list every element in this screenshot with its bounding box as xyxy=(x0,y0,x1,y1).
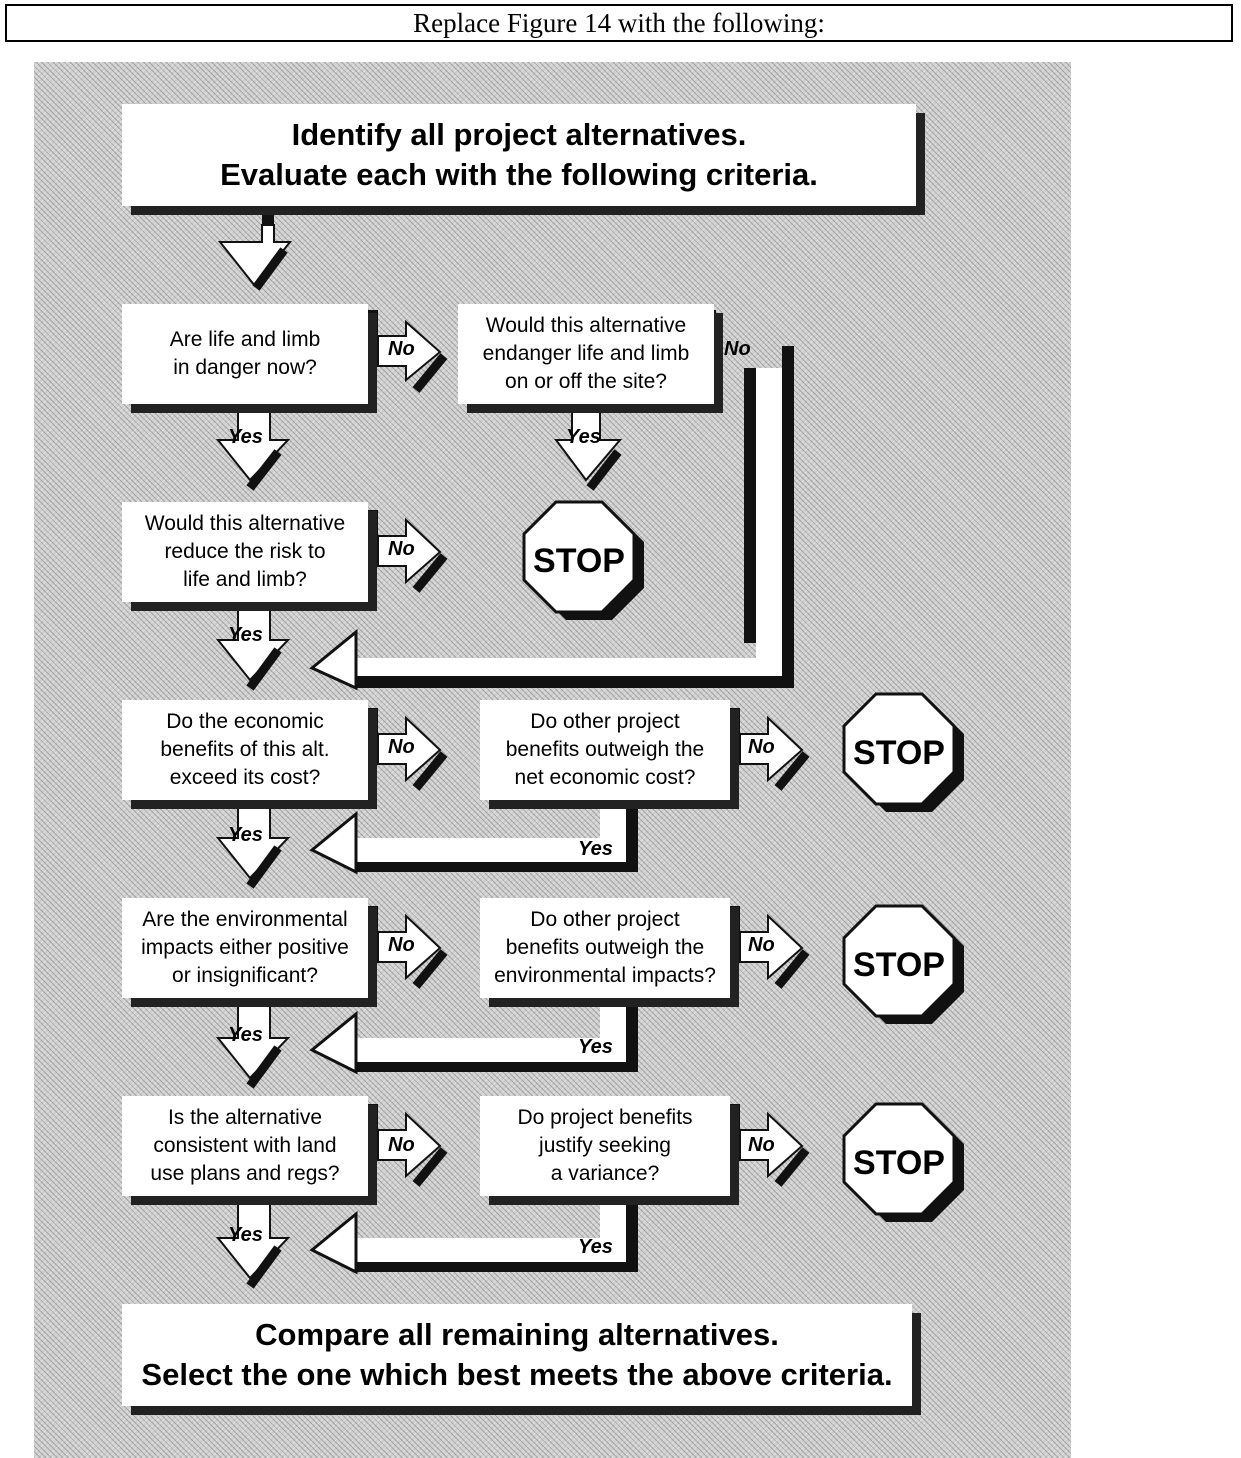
question-life-limb-danger: Are life and limb in danger now? xyxy=(122,304,368,404)
stop-octagon-icon xyxy=(842,904,964,1024)
question-economic-benefits-text: Do the economic benefits of this alt. ex… xyxy=(160,710,330,789)
question-economic-benefits: Do the economic benefits of this alt. ex… xyxy=(122,700,368,800)
no-label: No xyxy=(388,736,415,758)
header-text: Replace Figure 14 with the following: xyxy=(413,7,825,38)
question-endanger-life-limb: Would this alternative endanger life and… xyxy=(458,304,714,404)
no-label: No xyxy=(388,338,415,360)
yes-label: Yes xyxy=(228,1224,263,1246)
question-reduce-risk-text: Would this alternative reduce the risk t… xyxy=(144,512,346,591)
figure-replacement-header: Replace Figure 14 with the following: xyxy=(5,4,1233,42)
stop-sign-environmental: STOP xyxy=(838,904,970,1036)
yes-label: Yes xyxy=(228,426,263,448)
no-label: No xyxy=(388,934,415,956)
end-text: Compare all remaining alternatives. Sele… xyxy=(141,1317,893,1392)
no-label: No xyxy=(724,338,751,360)
question-environmental-impacts: Are the environmental impacts either pos… xyxy=(122,898,368,998)
stop-sign-variance: STOP xyxy=(838,1102,970,1234)
question-land-use-consistency: Is the alternative consistent with land … xyxy=(122,1096,368,1196)
question-other-benefits-economic: Do other project benefits outweigh the n… xyxy=(480,700,730,800)
end-box: Compare all remaining alternatives. Sele… xyxy=(122,1304,912,1406)
question-justify-variance: Do project benefits justify seeking a va… xyxy=(480,1096,730,1196)
start-text: Identify all project alternatives. Evalu… xyxy=(220,117,818,192)
no-label: No xyxy=(748,736,775,758)
stop-octagon-icon xyxy=(522,500,644,620)
question-justify-variance-text: Do project benefits justify seeking a va… xyxy=(517,1106,693,1185)
question-life-limb-danger-text: Are life and limb in danger now? xyxy=(169,328,321,379)
stop-label: STOP xyxy=(853,1143,945,1182)
question-endanger-life-limb-text: Would this alternative endanger life and… xyxy=(482,314,690,393)
stop-label: STOP xyxy=(853,733,945,772)
question-land-use-consistency-text: Is the alternative consistent with land … xyxy=(150,1106,340,1185)
start-box: Identify all project alternatives. Evalu… xyxy=(122,104,916,206)
no-label: No xyxy=(748,1134,775,1156)
no-label: No xyxy=(748,934,775,956)
stop-label: STOP xyxy=(853,945,945,984)
question-other-benefits-economic-text: Do other project benefits outweigh the n… xyxy=(505,710,705,789)
stop-label: STOP xyxy=(533,541,625,580)
yes-label: Yes xyxy=(228,624,263,646)
yes-label: Yes xyxy=(578,838,613,860)
stop-sign-life-limb: STOP xyxy=(518,500,650,632)
question-environmental-impacts-text: Are the environmental impacts either pos… xyxy=(141,908,349,987)
yes-label: Yes xyxy=(566,426,601,448)
no-label: No xyxy=(388,538,415,560)
no-label: No xyxy=(388,1134,415,1156)
yes-label: Yes xyxy=(228,824,263,846)
question-other-benefits-environmental: Do other project benefits outweigh the e… xyxy=(480,898,730,998)
yes-label: Yes xyxy=(228,1024,263,1046)
question-reduce-risk: Would this alternative reduce the risk t… xyxy=(122,502,368,602)
yes-label: Yes xyxy=(578,1236,613,1258)
stop-sign-economic: STOP xyxy=(838,692,970,824)
stop-octagon-icon xyxy=(842,692,964,812)
yes-label: Yes xyxy=(578,1036,613,1058)
stop-octagon-icon xyxy=(842,1102,964,1222)
question-other-benefits-environmental-text: Do other project benefits outweigh the e… xyxy=(494,908,716,987)
